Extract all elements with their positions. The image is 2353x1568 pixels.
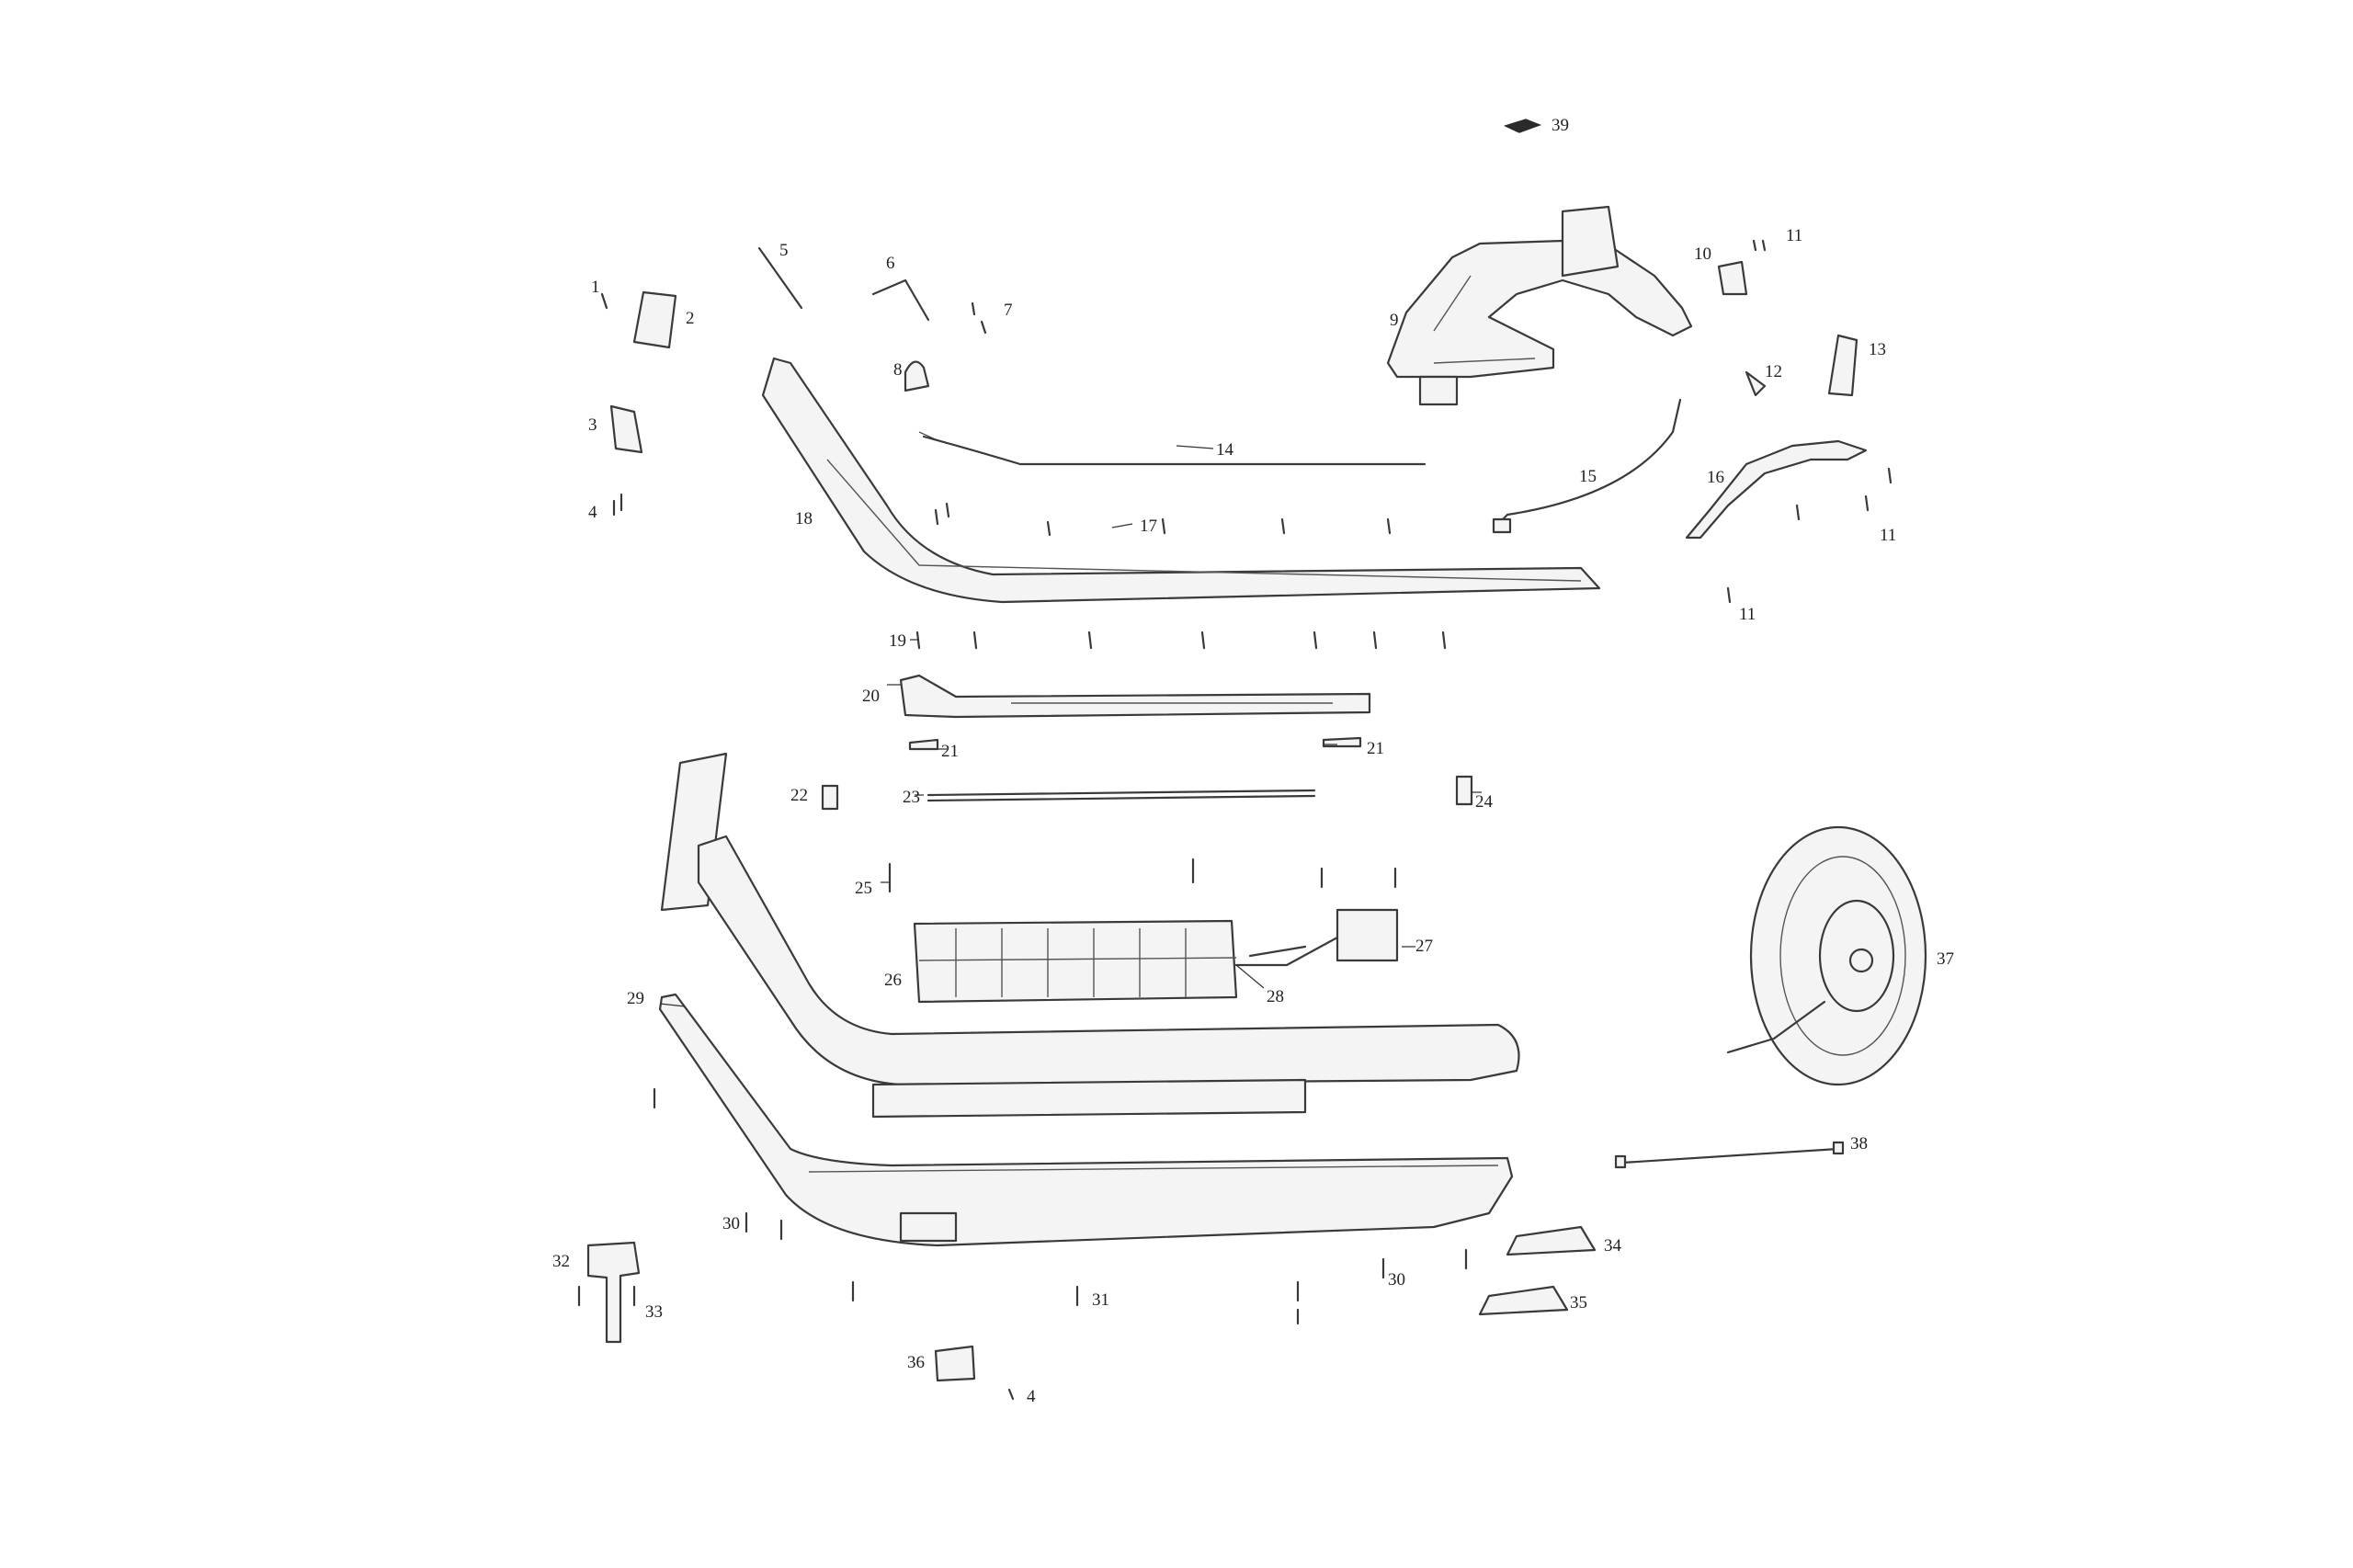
callout-15: 15: [1579, 467, 1597, 486]
part-19-screws: [915, 631, 1447, 650]
part-11-screws-top: [1752, 239, 1767, 252]
callout-17: 17: [1140, 517, 1157, 536]
callout-4: 4: [588, 503, 597, 522]
part-25-screws: [888, 858, 1397, 893]
part-27-controller: [1336, 908, 1399, 962]
callout-13: 13: [1869, 340, 1886, 359]
part-22-block: [821, 784, 839, 811]
callout-19: 19: [889, 631, 906, 651]
callout-27: 27: [1415, 937, 1433, 956]
part-2-cover-plate: [632, 290, 677, 349]
callout-10: 10: [1694, 244, 1711, 264]
callout-22: 22: [790, 786, 808, 805]
callout-35: 35: [1570, 1293, 1587, 1312]
callout-36: 36: [907, 1353, 925, 1372]
part-5-strip: [757, 246, 803, 310]
callout-21b: 21: [1367, 739, 1384, 758]
callout-25: 25: [855, 879, 872, 898]
callout-39: 39: [1552, 116, 1569, 135]
part-14-side-strip: [922, 435, 1427, 466]
part-13-tail-lamp: [1827, 334, 1859, 397]
callout-11b: 11: [1880, 526, 1896, 545]
callout-23: 23: [903, 788, 920, 807]
callout-5: 5: [779, 241, 789, 260]
callout-18: 18: [795, 509, 813, 528]
callout-21a: 21: [941, 742, 959, 761]
part-37-rear-wheel: [1726, 825, 1927, 1086]
callout-34: 34: [1604, 1236, 1622, 1256]
callout-16: 16: [1707, 468, 1724, 487]
callout-11a: 11: [1786, 226, 1802, 245]
part-10-tail-light-mount: [1717, 260, 1748, 296]
part-21-pads: [908, 736, 1362, 751]
callout-29: 29: [627, 989, 644, 1008]
part-3-bracket: [609, 404, 643, 454]
callout-26: 26: [884, 971, 902, 990]
callout-11c: 11: [1739, 605, 1756, 624]
callout-32: 32: [552, 1252, 570, 1271]
part-15-cable: [1492, 398, 1682, 534]
part-36-plate: [934, 1345, 976, 1382]
part-4-screws: [612, 493, 623, 517]
part-26-battery-pack: [913, 919, 1238, 1004]
callout-30b: 30: [1388, 1270, 1405, 1290]
callout-31: 31: [1092, 1290, 1109, 1310]
part-28-wiring: [1234, 936, 1339, 967]
part-6-clip: [871, 278, 930, 322]
callout-20: 20: [862, 687, 880, 706]
callout-37: 37: [1937, 949, 1954, 969]
part-23-rail: [926, 789, 1316, 802]
part-16-mudguard: [1685, 439, 1868, 540]
callout-14: 14: [1216, 440, 1234, 460]
callout-30a: 30: [722, 1214, 740, 1233]
main-frame: [660, 752, 1520, 1119]
part-39-badge: [1503, 119, 1542, 133]
part-33-screws: [577, 1285, 636, 1307]
callout-4b: 4: [1027, 1387, 1036, 1406]
part-1-pin: [600, 292, 608, 310]
callout-12: 12: [1765, 362, 1782, 381]
part-34-trim: [1506, 1225, 1597, 1256]
part-11-screws-right: [1726, 467, 1893, 604]
part-4-screw-bottom: [1007, 1388, 1015, 1401]
callout-24: 24: [1475, 792, 1494, 812]
callout-2: 2: [686, 309, 695, 328]
part-12-reflector: [1745, 370, 1767, 397]
part-35-trim: [1478, 1285, 1569, 1316]
part-18-deck-cover: [761, 357, 1601, 604]
callout-1: 1: [591, 278, 600, 297]
callout-8: 8: [893, 360, 903, 380]
leader-lines: [659, 431, 1482, 1007]
part-17-screws: [934, 502, 1392, 537]
callout-38: 38: [1850, 1134, 1868, 1153]
callout-3: 3: [588, 415, 597, 435]
callout-9: 9: [1390, 311, 1399, 330]
callout-labels: 1 2 3 4 5 6 7 8 9 10 11 11 11 12 13 14 1…: [552, 116, 1954, 1406]
callout-28: 28: [1267, 987, 1284, 1006]
callout-33: 33: [645, 1302, 663, 1322]
part-8-hook: [904, 360, 930, 392]
callout-7: 7: [1004, 301, 1013, 320]
part-38-axle: [1614, 1141, 1845, 1169]
part-30-31-screws: [653, 1087, 1468, 1325]
part-9-rear-fender: [1386, 205, 1693, 406]
part-20-battery-tray: [899, 674, 1371, 719]
part-24-block: [1455, 775, 1473, 806]
callout-6: 6: [886, 254, 895, 273]
part-7-screws: [971, 301, 987, 335]
part-32-kickstand: [586, 1241, 641, 1344]
part-29-lower-deck: [658, 993, 1514, 1247]
